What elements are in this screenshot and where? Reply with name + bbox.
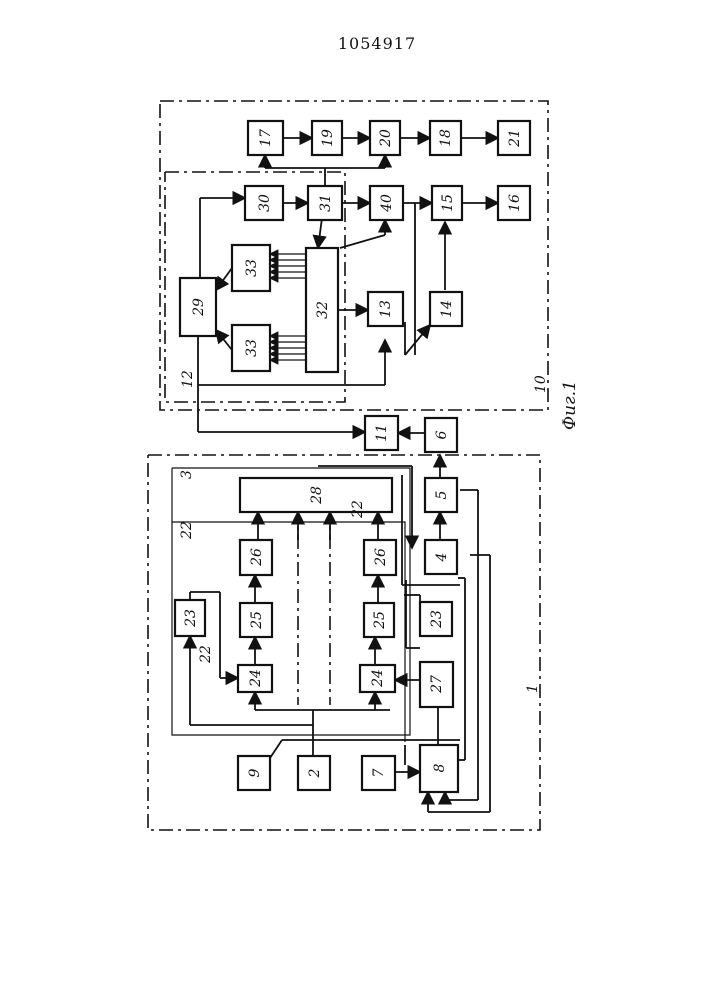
block-24-left: 24 (238, 665, 272, 692)
block-19: 19 (312, 121, 342, 155)
block-7: 7 (362, 756, 395, 790)
svg-text:23: 23 (429, 610, 445, 629)
block-30: 30 (245, 186, 283, 220)
svg-text:16: 16 (507, 194, 523, 212)
svg-text:19: 19 (320, 129, 336, 147)
label-1: 1 (525, 684, 541, 693)
svg-text:9: 9 (247, 768, 263, 777)
svg-text:13: 13 (378, 300, 394, 318)
block-40: 40 (370, 186, 403, 220)
svg-text:30: 30 (257, 194, 273, 212)
block-14: 14 (430, 292, 462, 326)
svg-text:2: 2 (307, 768, 323, 778)
svg-text:7: 7 (371, 768, 387, 777)
block-24-right: 24 (360, 665, 395, 692)
block-26-left: 26 (240, 540, 272, 575)
svg-text:31: 31 (318, 194, 334, 212)
block-15: 15 (432, 186, 462, 220)
block-4: 4 (425, 540, 457, 574)
block-28: 28 (240, 478, 392, 512)
block-16: 16 (498, 186, 530, 220)
block-29: 29 (180, 278, 216, 336)
block-2: 2 (298, 756, 330, 790)
svg-text:21: 21 (507, 129, 523, 148)
block-13: 13 (368, 292, 403, 326)
svg-text:29: 29 (191, 298, 207, 317)
block-9: 9 (238, 756, 270, 790)
svg-text:28: 28 (309, 486, 325, 505)
block-31: 31 (308, 186, 342, 220)
svg-text:11: 11 (374, 424, 390, 442)
svg-text:14: 14 (439, 300, 455, 318)
block-18: 18 (430, 121, 461, 155)
svg-text:8: 8 (432, 763, 448, 772)
svg-text:40: 40 (379, 194, 395, 213)
svg-text:5: 5 (434, 490, 450, 499)
svg-text:24: 24 (370, 669, 386, 688)
svg-text:23: 23 (183, 609, 199, 628)
svg-text:32: 32 (315, 301, 331, 319)
svg-text:15: 15 (440, 194, 456, 212)
block-8: 8 (420, 745, 458, 792)
svg-text:26: 26 (249, 548, 265, 567)
svg-text:20: 20 (378, 129, 394, 148)
block-20: 20 (370, 121, 400, 155)
label-22-line-right: 22 (350, 500, 366, 519)
label-12: 12 (180, 370, 196, 388)
block-32: 32 (306, 248, 338, 372)
svg-text:24: 24 (248, 669, 264, 688)
block-33-top: 33 (232, 245, 270, 291)
block-17: 17 (248, 121, 283, 155)
figure-caption: Фиг.1 (560, 380, 580, 430)
svg-text:25: 25 (249, 611, 265, 630)
svg-text:18: 18 (438, 129, 454, 147)
svg-text:25: 25 (372, 611, 388, 630)
label-22-outline: 22 (179, 521, 195, 540)
block-23-left: 23 (175, 600, 205, 636)
block-6: 6 (425, 418, 457, 452)
svg-text:17: 17 (258, 129, 274, 147)
block-25-right: 25 (364, 603, 394, 637)
svg-text:26: 26 (373, 548, 389, 567)
block-33-bottom: 33 (232, 325, 270, 371)
block-5: 5 (425, 478, 457, 512)
label-10: 10 (533, 375, 549, 393)
block-25-left: 25 (240, 603, 272, 637)
block-21: 21 (498, 121, 530, 155)
svg-text:33: 33 (244, 259, 260, 277)
block-11: 11 (365, 416, 398, 450)
svg-text:27: 27 (429, 675, 445, 694)
label-3: 3 (179, 470, 195, 479)
label-22-line-left: 22 (198, 645, 214, 664)
svg-text:33: 33 (244, 339, 260, 357)
block-27: 27 (420, 662, 453, 707)
block-26-right: 26 (364, 540, 396, 575)
block-23-right: 23 (420, 602, 452, 636)
connections (190, 138, 498, 812)
svg-text:6: 6 (434, 430, 450, 439)
outline-unit-10 (160, 101, 548, 410)
svg-text:4: 4 (434, 553, 450, 563)
